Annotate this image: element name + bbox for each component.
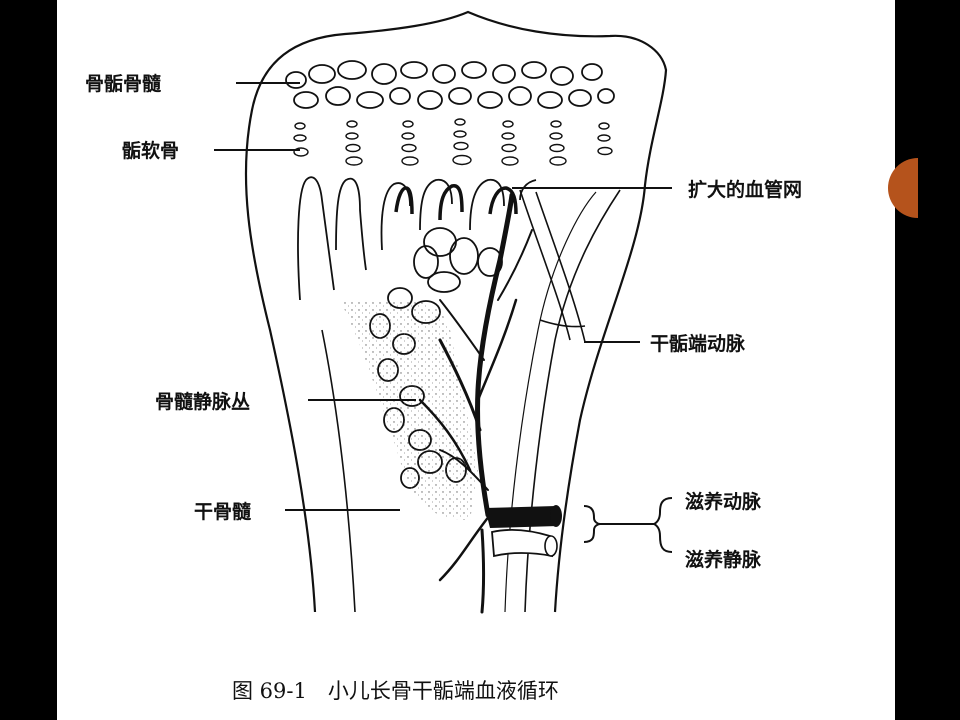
label-metaphyseal-artery: 干骺端动脉 [650, 332, 746, 355]
leader-nutrient-brace-left [651, 497, 673, 553]
marrow-stipple [340, 300, 478, 520]
cortex-line-left [321, 329, 356, 613]
bone-outline [244, 10, 668, 613]
label-epiphyseal-marrow: 骨骺骨髓 [85, 72, 162, 95]
label-diaphyseal-marrow: 干骨髓 [194, 500, 252, 523]
label-nutrient-artery: 滋养动脉 [685, 490, 762, 513]
nutrient-vein-trunk [491, 529, 558, 558]
leader-lines [214, 82, 673, 553]
cartilage-cell-columns [293, 118, 613, 166]
label-epiphyseal-cartilage: 骺软骨 [122, 139, 179, 162]
figure-caption: 图 69-1 小儿长骨干骺端血液循环 [232, 679, 559, 703]
leader-nutrient-brace-right [583, 505, 601, 543]
nutrient-artery-trunk [485, 505, 562, 528]
nutrient-artery-tree [418, 192, 533, 614]
label-marrow-venous-plexus: 骨髓静脉丛 [155, 390, 250, 413]
metaphyseal-artery [519, 189, 586, 343]
slide-page [57, 0, 895, 720]
epiphyseal-marrow-spaces [285, 60, 615, 110]
label-dilated-vascular-net: 扩大的血管网 [688, 178, 802, 201]
label-nutrient-vein: 滋养静脉 [685, 548, 762, 571]
